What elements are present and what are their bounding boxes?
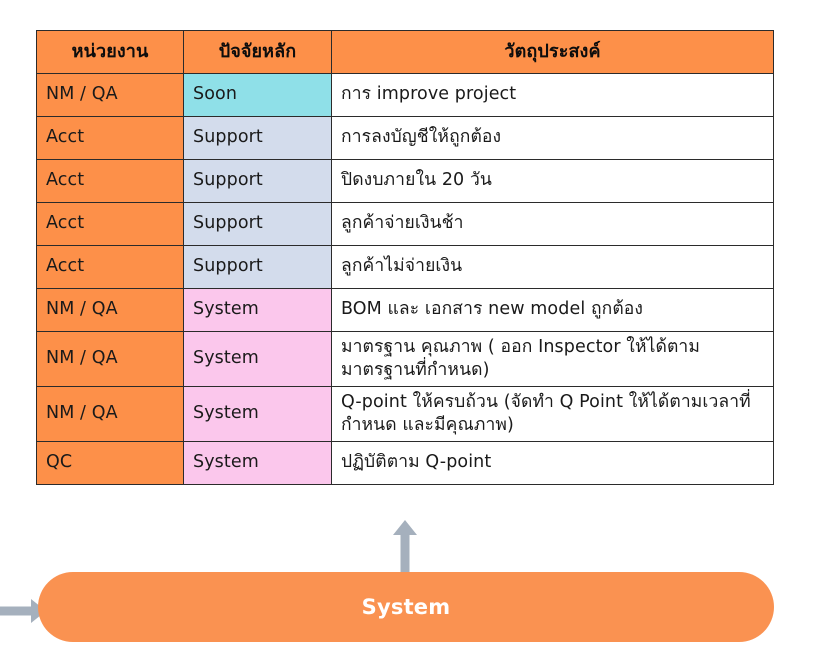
cell-factor: System (183, 331, 332, 387)
system-pill-label: System (361, 595, 451, 619)
cell-objective: การ improve project (331, 73, 774, 117)
flow-area (0, 510, 832, 664)
cell-unit: NM / QA (36, 288, 184, 332)
cell-objective: มาตรฐาน คุณภาพ ( ออก Inspector ให้ได้ตาม… (331, 331, 774, 387)
cell-unit: Acct (36, 159, 184, 203)
cell-objective: การลงบัญชีให้ถูกต้อง (331, 116, 774, 160)
cell-unit: NM / QA (36, 386, 184, 442)
cell-factor: Support (183, 159, 332, 203)
cell-unit: Acct (36, 245, 184, 289)
cell-factor: Support (183, 202, 332, 246)
cell-factor: System (183, 288, 332, 332)
cell-objective: BOM และ เอกสาร new model ถูกต้อง (331, 288, 774, 332)
objective-table: หน่วยงาน ปัจจัยหลัก วัตถุประสงค์ NM / QA… (36, 30, 774, 485)
column-header-factor: ปัจจัยหลัก (183, 30, 332, 74)
cell-objective: ลูกค้าจ่ายเงินช้า (331, 202, 774, 246)
cell-unit: QC (36, 441, 184, 485)
cell-factor: Support (183, 245, 332, 289)
cell-factor: System (183, 386, 332, 442)
system-pill[interactable]: System (38, 572, 774, 642)
cell-factor: Soon (183, 73, 332, 117)
cell-objective: ลูกค้าไม่จ่ายเงิน (331, 245, 774, 289)
cell-unit: Acct (36, 202, 184, 246)
cell-objective: ปฏิบัติตาม Q-point (331, 441, 774, 485)
arrow-right-icon (0, 598, 46, 624)
cell-unit: NM / QA (36, 331, 184, 387)
arrow-up-icon (392, 520, 418, 582)
cell-objective: ปิดงบภายใน 20 วัน (331, 159, 774, 203)
column-header-objective: วัตถุประสงค์ (331, 30, 774, 74)
cell-objective: Q-point ให้ครบถ้วน (จัดทำ Q Point ให้ได้… (331, 386, 774, 442)
cell-unit: NM / QA (36, 73, 184, 117)
cell-factor: System (183, 441, 332, 485)
cell-factor: Support (183, 116, 332, 160)
column-header-unit: หน่วยงาน (36, 30, 184, 74)
cell-unit: Acct (36, 116, 184, 160)
table-header-row: หน่วยงาน ปัจจัยหลัก วัตถุประสงค์ (36, 30, 774, 74)
